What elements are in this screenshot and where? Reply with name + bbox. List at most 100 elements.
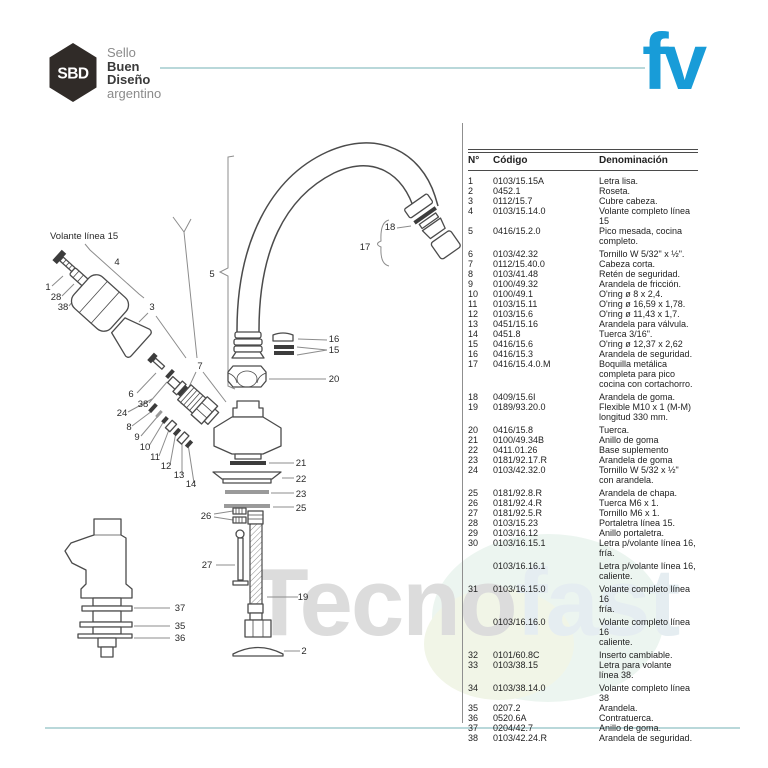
cell-den: Retén de seguridad. bbox=[599, 269, 681, 279]
cell-cod: 0411.01.26 bbox=[493, 445, 538, 455]
rod bbox=[232, 529, 249, 586]
table-row: 8 0103/41.48 Retén de seguridad. bbox=[468, 269, 698, 279]
cell-n: 17 bbox=[468, 359, 479, 369]
cell-n bbox=[468, 561, 493, 581]
spout-orings bbox=[272, 332, 294, 355]
cell-cod: 0103/41.48 bbox=[493, 269, 539, 279]
accent-line-bottom bbox=[45, 727, 740, 729]
cell-cod: 0451.8 bbox=[493, 329, 521, 339]
part-callout: 35 bbox=[175, 621, 186, 632]
sbd-word-argentino: argentino bbox=[107, 85, 162, 101]
part-callout: 12 bbox=[161, 461, 172, 472]
table-row: 30 0103/16.15.1 Letra p/volante línea 16, … bbox=[468, 538, 698, 558]
accent-line-top bbox=[160, 67, 645, 69]
table-row: 0103/16.16.1 Letra p/volante línea 16, ca… bbox=[468, 561, 698, 581]
sbd-logo: SBD Sello Buen Diseño argentino bbox=[48, 43, 161, 102]
cell-den: Letra p/volante línea 16, caliente. bbox=[599, 561, 696, 581]
part-callout: 14 bbox=[186, 479, 197, 490]
cell-den: Volante completo línea 16 fría. bbox=[599, 584, 691, 614]
cell-den: Arandela de seguridad. bbox=[599, 349, 693, 359]
cell-n: 14 bbox=[468, 329, 479, 339]
cell-n: 6 bbox=[468, 249, 474, 259]
cell-cod: 0103/42.32.0 bbox=[493, 465, 546, 475]
cell-cod: 0520.6A bbox=[493, 713, 527, 723]
cell-cod: 0189/93.20.0 bbox=[493, 402, 546, 412]
cell-n: 21 bbox=[468, 435, 479, 445]
cell-n: 36 bbox=[468, 713, 479, 723]
cell-cod: 0416/15.3 bbox=[493, 349, 534, 359]
cell-cod: 0204/42.7 bbox=[493, 723, 534, 733]
cell-den: Volante completo línea 16 caliente. bbox=[599, 617, 691, 647]
cell-n: 26 bbox=[468, 498, 479, 508]
cell-den: Base suplemento bbox=[599, 445, 669, 455]
cell-n: 33 bbox=[468, 660, 479, 670]
cell-n: 10 bbox=[468, 289, 479, 299]
cell-n: 19 bbox=[468, 402, 479, 412]
cell-cod: 0103/16.15.1 bbox=[493, 538, 546, 548]
watermark-text-2: fast bbox=[515, 549, 681, 656]
cell-den: Arandela de goma bbox=[599, 455, 673, 465]
cell-cod: 0103/15.11 bbox=[493, 299, 538, 309]
cell-den: Cabeza corta. bbox=[599, 259, 656, 269]
cell-n: 27 bbox=[468, 508, 479, 518]
cell-n: 38 bbox=[468, 733, 479, 743]
part-callout: 10 bbox=[140, 442, 151, 453]
table-header: N° Código Denominación bbox=[468, 149, 698, 171]
cell-den: Letra p/volante línea 16, fría. bbox=[599, 538, 696, 558]
cell-cod: 0103/15.15A bbox=[493, 176, 545, 186]
part-callout: 37 bbox=[175, 603, 186, 614]
header-denominacion: Denominación bbox=[599, 155, 668, 166]
cell-cod: 0112/15.7 bbox=[493, 196, 533, 206]
cell-den: O'ring ø 8 x 2,4. bbox=[599, 289, 663, 299]
header-codigo: Código bbox=[493, 155, 528, 166]
spout-outline bbox=[231, 142, 439, 359]
cell-den: O'ring ø 11,43 x 1,7. bbox=[599, 309, 680, 319]
cell-n: 20 bbox=[468, 425, 479, 435]
cell-cod: 0100/49.1 bbox=[493, 289, 534, 299]
handle-assembly bbox=[52, 249, 152, 358]
cell-n: 7 bbox=[468, 259, 474, 269]
part-callout: 9 bbox=[134, 432, 139, 443]
cell-cod: 0416/15.2.0 bbox=[493, 226, 541, 236]
cell-den: Letra para volante línea 38. bbox=[599, 660, 672, 680]
part-callout: 8 bbox=[126, 422, 131, 433]
cell-cod: 0103/16.16.1 bbox=[493, 561, 546, 571]
part-callout: 25 bbox=[296, 503, 307, 514]
table-row: 17 0416/15.4.0.M Boquilla metálica complet… bbox=[468, 359, 698, 389]
cell-n: 12 bbox=[468, 309, 479, 319]
cell-cod: 0416/15.4.0.M bbox=[493, 359, 551, 369]
cell-n: 8 bbox=[468, 269, 474, 279]
part-callout: 7 bbox=[197, 361, 202, 372]
sbd-word-sello: Sello bbox=[107, 45, 136, 60]
cell-den: Inserto cambiable. bbox=[599, 650, 673, 660]
cell-n: 2 bbox=[468, 186, 474, 196]
cell-n: 11 bbox=[468, 299, 478, 309]
cell-n: 3 bbox=[468, 196, 474, 206]
cell-cod: 0100/49.32 bbox=[493, 279, 539, 289]
cell-n: 15 bbox=[468, 339, 479, 349]
cell-n: 30 bbox=[468, 538, 479, 548]
cell-cod: 0181/92.5.R bbox=[493, 508, 543, 518]
cell-n: 4 bbox=[468, 206, 474, 216]
part-callout: 38 bbox=[58, 302, 69, 313]
cell-n: 18 bbox=[468, 392, 479, 402]
part-callout: 16 bbox=[329, 334, 340, 345]
cell-den: Tornillo W 5/32" x ½". bbox=[599, 249, 685, 259]
cell-cod: 0181/92.4.R bbox=[493, 498, 543, 508]
part-callout: 24 bbox=[117, 408, 128, 419]
diagram-title: Volante línea 15 bbox=[50, 231, 118, 242]
cell-den: Arandela de chapa. bbox=[599, 488, 678, 498]
cell-den: O'ring ø 12,37 x 2,62 bbox=[599, 339, 683, 349]
cell-den: Boquilla metálica completa para pico coc… bbox=[599, 359, 693, 389]
part-callout: 6 bbox=[128, 389, 133, 400]
cell-n: 23 bbox=[468, 455, 479, 465]
